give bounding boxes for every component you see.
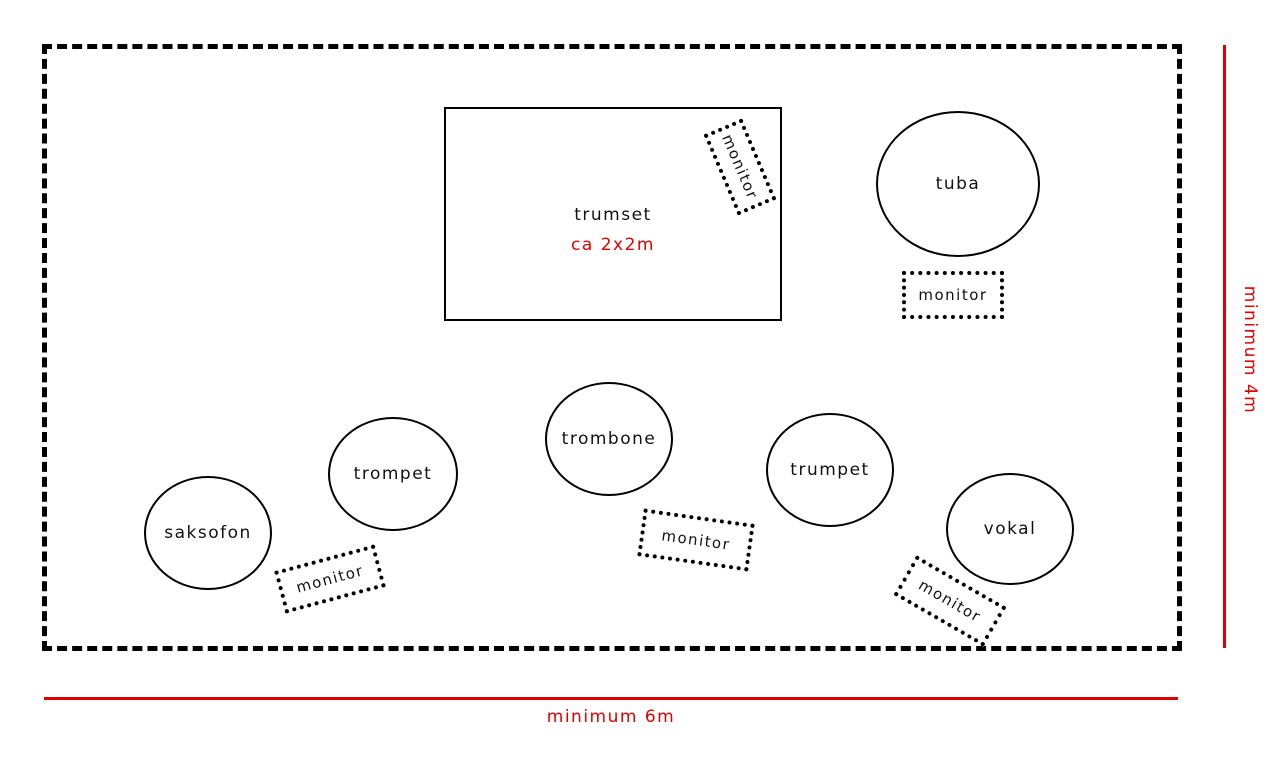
vocal-position: vokal xyxy=(946,473,1074,585)
width-dimension-line xyxy=(44,697,1178,700)
monitor-tuba: monitor xyxy=(902,271,1004,319)
drum-label: trumset xyxy=(574,205,652,225)
trombone-position: trombone xyxy=(545,382,673,496)
saxophone-position: saksofon xyxy=(144,476,272,590)
trumpet-right-position: trumpet xyxy=(766,413,894,527)
width-dimension-label: minimum 6m xyxy=(546,707,676,727)
height-dimension-label: minimum 4m xyxy=(1240,285,1260,415)
trumpet-left-position: trompet xyxy=(328,417,458,531)
stage-area xyxy=(42,44,1182,651)
height-dimension-line xyxy=(1223,45,1226,648)
tuba-position: tuba xyxy=(876,111,1040,257)
drum-size-label: ca 2x2m xyxy=(571,235,655,255)
